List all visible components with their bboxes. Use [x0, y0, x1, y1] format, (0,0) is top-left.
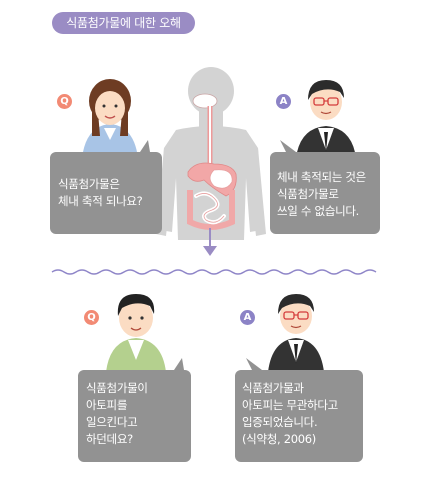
question-badge: Q	[84, 310, 99, 325]
question-badge: Q	[57, 94, 72, 109]
young-man-avatar	[106, 294, 166, 372]
wavy-divider	[51, 269, 377, 275]
bubble-tail-q1	[140, 140, 150, 152]
answer-bubble-2: 식품첨가물과 아토피는 무관하다고 입증되었습니다. (식약청, 2006)	[235, 370, 363, 462]
page-title: 식품첨가물에 대한 오해	[52, 12, 195, 34]
question-bubble-2: 식품첨가물이 아토피를 일으킨다고 하던데요?	[78, 370, 191, 462]
man-glasses-avatar	[296, 80, 356, 158]
digestive-system	[187, 93, 237, 256]
answer-bubble-1: 체내 축적되는 것은 식품첨가물로 쓰일 수 없습니다.	[270, 152, 380, 234]
bubble-tail-a2	[246, 358, 262, 370]
woman-avatar	[82, 79, 138, 158]
answer-badge: A	[240, 310, 255, 325]
man-glasses-avatar-2	[268, 294, 324, 372]
question-bubble-1: 식품첨가물은 체내 축적 되나요?	[50, 152, 162, 234]
answer-badge: A	[276, 94, 291, 109]
bubble-tail-a1	[280, 140, 296, 152]
bubble-tail-q2	[174, 358, 184, 370]
